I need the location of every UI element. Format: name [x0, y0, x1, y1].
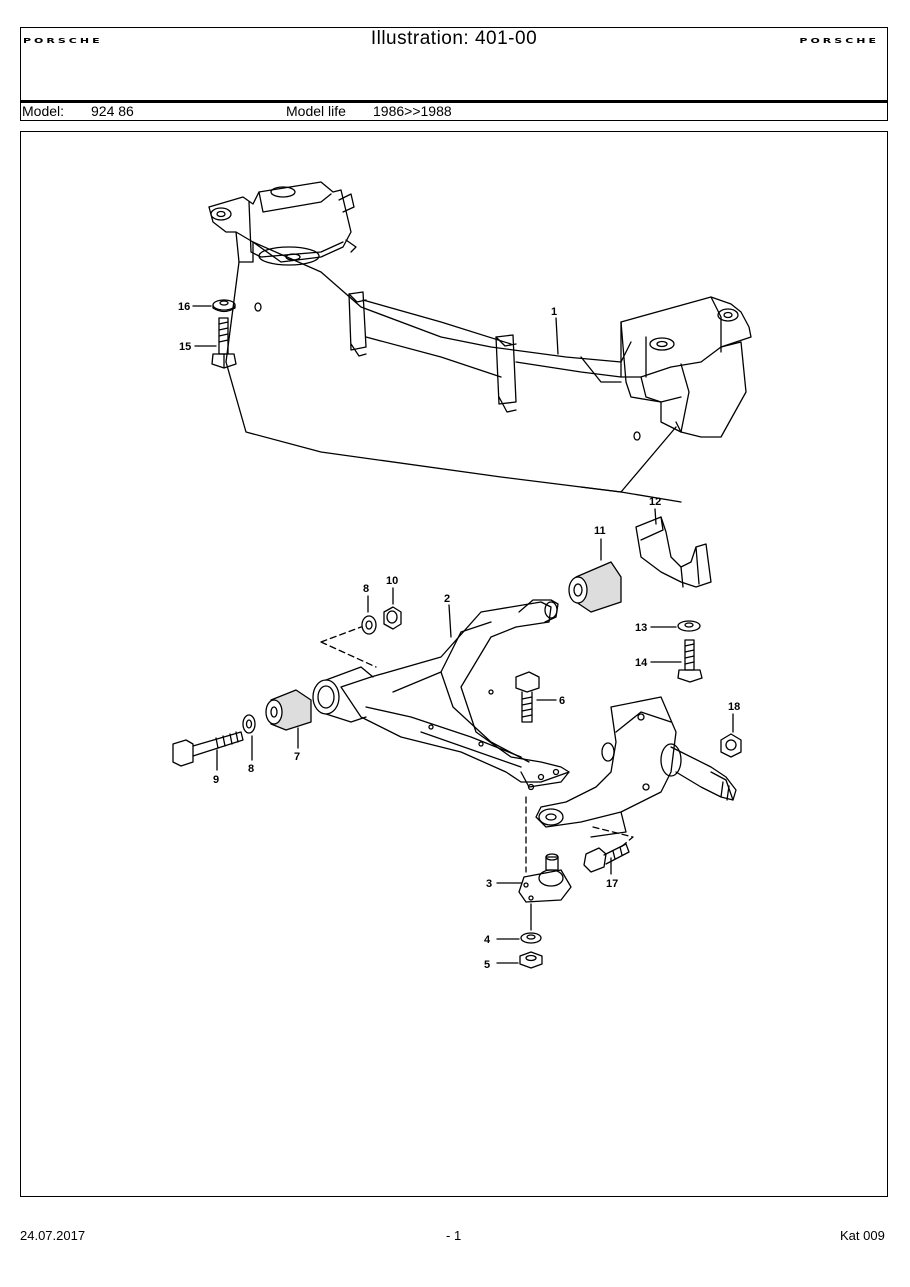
- catalog-header: PORSCHE Illustration: 401-00 PORSCHE Mod…: [20, 27, 888, 121]
- callout-8-upper: 8: [363, 583, 369, 595]
- washer-part-8-lower: [242, 714, 256, 734]
- model-life-label: Model life: [286, 103, 346, 119]
- model-value: 924 86: [91, 103, 134, 119]
- bushing-part-11: [568, 561, 622, 613]
- exploded-view-drawing: 1 16 15: [172, 181, 752, 971]
- parts-illustration: 1 16 15: [20, 131, 888, 1197]
- callout-9: 9: [213, 774, 219, 786]
- steering-knuckle: [535, 696, 737, 838]
- clamp-part-12: [635, 516, 712, 588]
- header-divider: [21, 100, 887, 103]
- bolt-part-9: [172, 731, 244, 767]
- callout-16: 16: [178, 301, 190, 313]
- bolt-part-15: [211, 317, 237, 369]
- callout-2: 2: [444, 593, 450, 605]
- callout-8-lower: 8: [248, 763, 254, 775]
- bolt-part-14: [677, 639, 703, 683]
- model-label: Model:: [22, 103, 65, 119]
- washer-part-16: [212, 299, 236, 313]
- washer-part-13: [677, 620, 701, 632]
- crossmember-part-1: [208, 181, 752, 503]
- callout-13: 13: [635, 622, 647, 634]
- illustration-title: Illustration: 401-00: [370, 28, 538, 49]
- callout-14: 14: [635, 657, 648, 669]
- callout-18: 18: [728, 701, 740, 713]
- callout-4: 4: [484, 934, 491, 946]
- model-row: Model: 924 86 Model life 1986>>1988: [21, 103, 887, 119]
- callout-17: 17: [606, 878, 618, 890]
- porsche-logo-right: PORSCHE: [799, 37, 879, 45]
- porsche-logo-left: PORSCHE: [23, 37, 103, 45]
- nut-part-10: [383, 606, 402, 630]
- nut-part-5: [519, 951, 543, 969]
- washer-part-8-upper: [361, 615, 377, 635]
- callout-5: 5: [484, 959, 490, 971]
- bolt-part-6: [515, 671, 540, 723]
- callout-15: 15: [179, 341, 191, 353]
- ball-joint-part-3: [518, 853, 572, 903]
- callout-6: 6: [559, 695, 565, 707]
- bolt-part-17: [583, 843, 630, 873]
- callout-3: 3: [486, 878, 492, 890]
- page-number: - 1: [446, 1228, 462, 1243]
- print-date: 24.07.2017: [20, 1228, 86, 1243]
- model-life-value: 1986>>1988: [373, 103, 452, 119]
- callout-10: 10: [386, 575, 398, 587]
- bushing-part-7: [265, 689, 312, 731]
- callout-12: 12: [649, 496, 661, 508]
- callout-11: 11: [594, 525, 606, 537]
- nut-part-18: [720, 733, 742, 758]
- callout-1: 1: [551, 306, 557, 318]
- callout-7: 7: [294, 751, 300, 763]
- washer-part-4: [520, 932, 542, 944]
- catalog-number: Kat 009: [840, 1228, 885, 1243]
- control-arm-part-2: [312, 599, 570, 791]
